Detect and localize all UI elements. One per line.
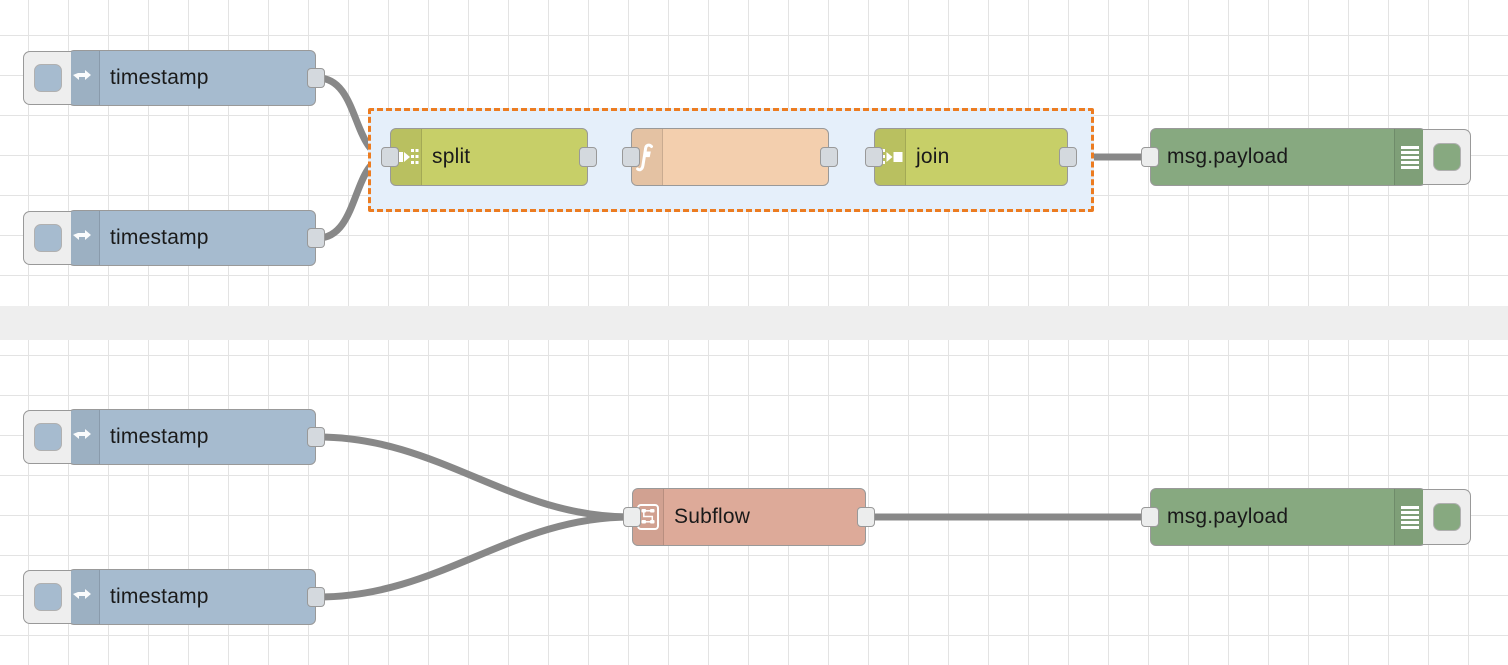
node-inject-timestamp-2[interactable]: timestamp	[23, 210, 325, 266]
node-label: join	[916, 145, 950, 168]
inject-trigger-button-4[interactable]	[23, 570, 71, 624]
node-inject-timestamp-4[interactable]: timestamp	[23, 569, 325, 625]
input-port[interactable]	[1141, 507, 1159, 527]
node-label: Subflow	[674, 505, 751, 528]
output-port[interactable]	[307, 427, 325, 447]
node-label: split	[432, 145, 471, 168]
inject-trigger-button-1[interactable]	[23, 51, 71, 105]
output-port[interactable]	[857, 507, 875, 527]
input-port[interactable]	[865, 147, 883, 167]
input-port[interactable]	[623, 507, 641, 527]
node-debug-1[interactable]: msg.payload	[1141, 128, 1471, 186]
debug-toggle-button-2[interactable]	[1423, 489, 1471, 545]
wire-inject3-subflow	[314, 433, 634, 521]
debug-button-pill	[1432, 143, 1461, 171]
debug-toggle-button-1[interactable]	[1423, 129, 1471, 185]
node-subflow[interactable]: Subflow	[623, 488, 875, 546]
inject-button-pill	[33, 423, 62, 451]
node-function[interactable]	[622, 128, 838, 186]
input-port[interactable]	[1141, 147, 1159, 167]
node-label: timestamp	[110, 66, 209, 89]
node-label: timestamp	[110, 226, 209, 249]
inject-button-pill	[33, 583, 62, 611]
input-port[interactable]	[622, 147, 640, 167]
inject-arrow-icon	[69, 570, 100, 624]
debug-lines-icon	[1394, 129, 1425, 185]
inject-trigger-button-3[interactable]	[23, 410, 71, 464]
flow-divider-band	[0, 306, 1508, 340]
debug-button-pill	[1432, 503, 1461, 531]
inject-button-pill	[33, 64, 62, 92]
output-port[interactable]	[820, 147, 838, 167]
output-port[interactable]	[307, 587, 325, 607]
output-port[interactable]	[307, 228, 325, 248]
node-label: timestamp	[110, 585, 209, 608]
node-inject-timestamp-1[interactable]: timestamp	[23, 50, 325, 106]
debug-lines-icon	[1394, 489, 1425, 545]
output-port[interactable]	[307, 68, 325, 88]
node-label: msg.payload	[1167, 145, 1289, 168]
node-label: timestamp	[110, 425, 209, 448]
node-inject-timestamp-3[interactable]: timestamp	[23, 409, 325, 465]
inject-trigger-button-2[interactable]	[23, 211, 71, 265]
inject-arrow-icon	[69, 410, 100, 464]
node-label: msg.payload	[1167, 505, 1289, 528]
inject-button-pill	[33, 224, 62, 252]
node-debug-2[interactable]: msg.payload	[1141, 488, 1471, 546]
node-split[interactable]: split	[381, 128, 597, 186]
output-port[interactable]	[1059, 147, 1077, 167]
wire-inject4-subflow	[314, 513, 634, 601]
inject-arrow-icon	[69, 211, 100, 265]
node-join[interactable]: join	[865, 128, 1077, 186]
input-port[interactable]	[381, 147, 399, 167]
inject-arrow-icon	[69, 51, 100, 105]
output-port[interactable]	[579, 147, 597, 167]
